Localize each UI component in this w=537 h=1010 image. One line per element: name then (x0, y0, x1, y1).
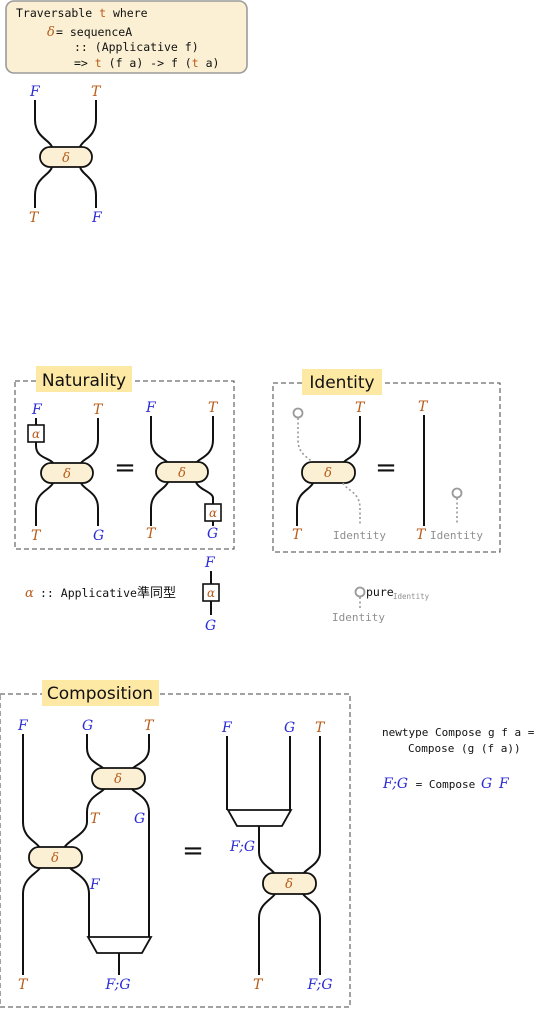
compose-def-line2: Compose (g (f a)) (408, 742, 521, 755)
alpha-legend: α :: Applicative 準同型 F α G (25, 555, 220, 634)
code-line3: :: (Applicative f) (74, 40, 199, 54)
identity-delta: δ (324, 466, 332, 481)
code-line4-t1: t (95, 56, 102, 70)
code-delta-symbol: δ (47, 25, 55, 40)
nat-left-label-F: F (31, 402, 43, 418)
identity-left-out-T: T (292, 527, 303, 543)
code-line4-c: a) (199, 56, 220, 70)
delta-diagram: F T δ T F (29, 84, 103, 226)
identity-delta-node (301, 461, 356, 484)
identity-right-label-T: T (418, 399, 429, 415)
alpha-legend-box-symbol: α (207, 586, 215, 600)
identity-left-out-label: Identity (333, 529, 386, 542)
comp-right-label-G: G (284, 720, 295, 736)
comp-right-delta: δ (285, 877, 293, 892)
pure-legend-label: pure (366, 585, 394, 599)
alpha-legend-symbol: α (25, 586, 34, 601)
comp-left-mid-G: G (134, 811, 145, 827)
comp-right-out-T: T (253, 977, 264, 993)
code-line1-var: t (99, 6, 106, 20)
nat-left-alpha: α (32, 427, 40, 441)
comp-left-label-G: G (82, 718, 93, 734)
nat-right-out-T: T (146, 526, 157, 542)
comp-left-out-T: T (18, 977, 29, 993)
nat-right-label-F: F (145, 400, 157, 416)
alpha-legend-kanji: 準同型 (137, 585, 176, 601)
comp-right-delta-node (262, 872, 317, 895)
naturality-panel: Naturality F T α δ T G = F T δ α T G (14, 366, 235, 550)
label-F-top: F (29, 84, 41, 100)
compose-definition: newtype Compose g f a = Compose (g (f a)… (382, 726, 535, 792)
nat-right-delta: δ (178, 466, 186, 481)
delta-symbol: δ (62, 151, 70, 166)
identity-right-pure-node (451, 487, 463, 499)
comp-equals: = (182, 836, 204, 866)
compose-def-eq: = Compose (409, 778, 482, 791)
label-T-bottom: T (29, 210, 40, 226)
comp-left-out-FG: F;G (104, 977, 130, 993)
composition-panel: Composition F G T δ T G δ F T F;G = F G … (0, 680, 351, 1008)
nat-right-delta-node (155, 461, 209, 483)
identity-right-out-label: Identity (430, 529, 483, 542)
code-line4-a: => (74, 56, 95, 70)
label-F-bottom: F (91, 210, 103, 226)
pure-legend: pure Identity Identity (332, 585, 430, 624)
compose-def-line1: newtype Compose g f a = (382, 726, 535, 739)
identity-left-pure-node (292, 407, 304, 419)
identity-right-out-T: T (416, 527, 427, 543)
composition-title: Composition (47, 684, 153, 704)
compose-def-lhs: F;G (382, 776, 408, 792)
nat-left-label-T: T (93, 402, 104, 418)
delta-node (39, 146, 93, 168)
comp-left-delta-top: δ (114, 772, 122, 787)
pure-legend-subscript: Identity (393, 592, 430, 601)
nat-left-out-T: T (31, 528, 42, 544)
identity-equals: = (375, 453, 397, 483)
alpha-legend-G: G (205, 618, 216, 634)
comp-left-delta-bottom: δ (51, 851, 59, 866)
nat-right-label-T: T (208, 400, 219, 416)
svg-text:Traversable t where: Traversable t where (16, 6, 148, 20)
identity-left-label-T: T (355, 400, 366, 416)
nat-right-out-G: G (207, 526, 218, 542)
alpha-legend-F: F (204, 555, 216, 571)
pure-legend-identity: Identity (332, 611, 385, 624)
identity-title: Identity (309, 373, 374, 393)
traversable-code-box: Traversable t where δ = sequenceA :: (Ap… (5, 0, 248, 74)
code-line1-post: where (106, 6, 148, 20)
comp-left-mid-T: T (90, 811, 101, 827)
nat-equals: = (114, 453, 136, 483)
svg-text:=> t (f a) -> f (t a): => t (f a) -> f (t a) (74, 56, 219, 70)
comp-right-merge-node (226, 809, 293, 827)
code-line4-t2: t (192, 56, 199, 70)
compose-def-G: G (481, 776, 492, 792)
alpha-legend-type: :: Applicative (40, 586, 137, 600)
comp-left-merge-node (86, 936, 153, 954)
code-line2: = sequenceA (56, 25, 132, 39)
nat-left-delta-node (40, 462, 94, 484)
nat-left-out-G: G (93, 528, 104, 544)
comp-right-mid-FG: F;G (229, 839, 255, 855)
code-line4-b: (f a) -> f ( (102, 56, 192, 70)
comp-left-delta-top-node (91, 767, 146, 790)
compose-def-F: F (498, 776, 510, 792)
comp-right-out-FG: F;G (306, 977, 332, 993)
comp-left-label-T: T (144, 718, 155, 734)
comp-left-mid-F: F (89, 877, 101, 893)
comp-left-delta-bottom-node (28, 846, 83, 869)
identity-panel: Identity T δ T Identity = T T Identity (272, 369, 501, 553)
label-T-top: T (91, 84, 102, 100)
pure-legend-node (354, 586, 366, 598)
comp-right-label-F: F (221, 720, 233, 736)
code-line1-pre: Traversable (16, 6, 99, 20)
comp-left-label-F: F (17, 718, 29, 734)
naturality-title: Naturality (42, 371, 126, 391)
comp-right-label-T: T (315, 720, 326, 736)
nat-right-alpha: α (209, 506, 217, 520)
nat-left-delta: δ (63, 467, 71, 482)
